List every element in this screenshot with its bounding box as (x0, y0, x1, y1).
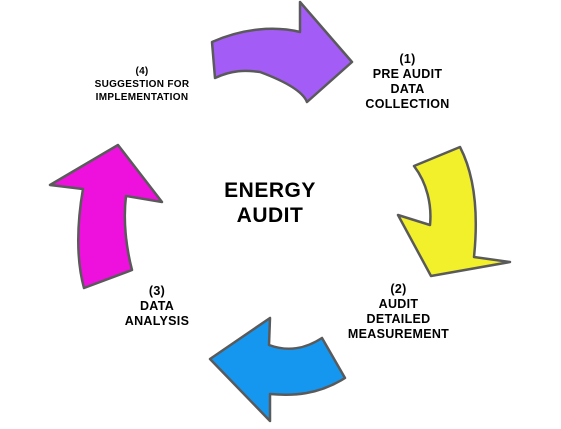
step-4-line-2: IMPLEMENTATION (95, 92, 189, 103)
center-title-line-2: AUDIT (236, 204, 304, 227)
step-3-line-1: DATA (139, 299, 175, 313)
step-1-line-2: DATA (390, 82, 425, 96)
curved-arrow-up-icon (48, 143, 164, 290)
step-4-label: (4) SUGGESTION FOR IMPLEMENTATION (72, 65, 212, 104)
step-2-number: (2) (390, 282, 407, 296)
curved-arrow-right-icon (210, 0, 354, 104)
curved-arrow-left-icon (208, 316, 347, 423)
step-2-line-3: MEASUREMENT (347, 327, 450, 341)
step-1-label: (1) PRE AUDIT DATA COLLECTION (345, 52, 470, 112)
center-title: ENERGY AUDIT (190, 178, 350, 228)
step-4-line-1: SUGGESTION FOR (94, 79, 190, 90)
step-2-label: (2) AUDIT DETAILED MEASUREMENT (336, 282, 461, 342)
step-1-line-3: COLLECTION (365, 97, 450, 111)
center-title-line-1: ENERGY (224, 179, 316, 202)
curved-arrow-down-icon (396, 145, 512, 278)
step-3-line-2: ANALYSIS (124, 314, 190, 328)
step-3-number: (3) (148, 284, 166, 298)
step-2-line-2: DETAILED (366, 312, 431, 326)
step-1-line-1: PRE AUDIT (372, 67, 443, 81)
step-2-line-1: AUDIT (378, 297, 419, 311)
step-3-label: (3) DATA ANALYSIS (102, 284, 212, 329)
step-4-number: (4) (135, 66, 149, 77)
step-1-number: (1) (399, 52, 416, 66)
